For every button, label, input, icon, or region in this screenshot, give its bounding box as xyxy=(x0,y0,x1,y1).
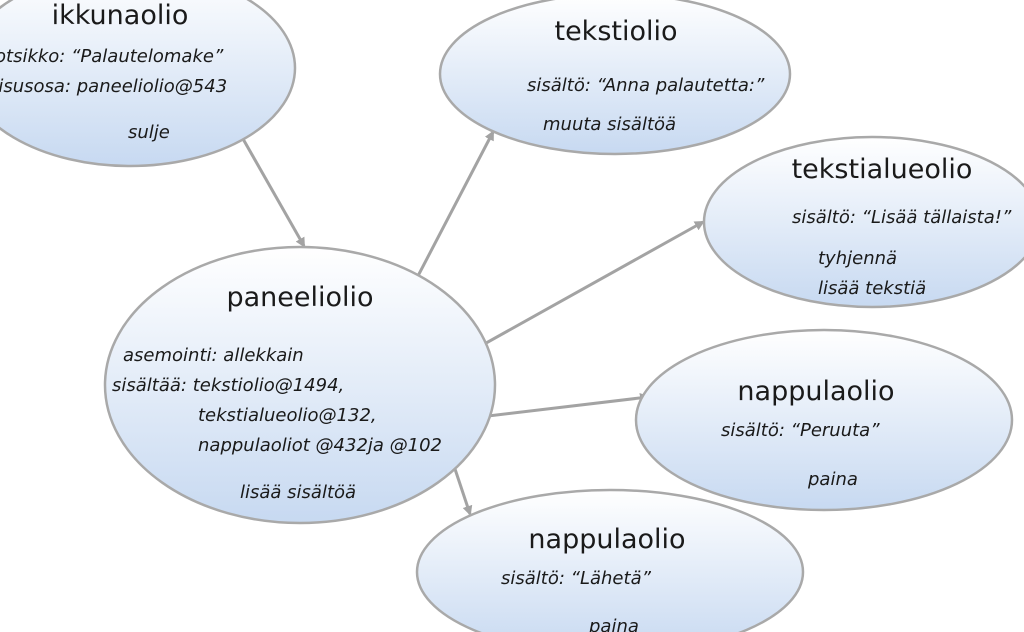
node-tekstiolio-shape xyxy=(438,0,792,156)
node-nappulaolio-laheta-attr-sisalto: sisältö: “Lähetä” xyxy=(501,568,652,589)
node-nappulaolio-peruuta-shape xyxy=(634,328,1014,512)
node-paneeliolio-attr-nappulaoliot: nappulaoliot @432ja @102 xyxy=(198,435,442,456)
node-tekstiolio-attr-sisalto: sisältö: “Anna palautetta:” xyxy=(527,75,765,96)
node-ikkunaolio-title: ikkunaolio xyxy=(52,0,189,31)
node-ikkunaolio-shape xyxy=(0,0,297,168)
node-nappulaolio-laheta-method-paina: paina xyxy=(588,616,639,632)
node-ikkunaolio-attr-otsikko: otsikko: “Palautelomake” xyxy=(0,46,224,67)
node-tekstialueolio-title: tekstialueolio xyxy=(792,154,973,185)
node-nappulaolio-peruuta-attr-sisalto: sisältö: “Peruuta” xyxy=(721,420,880,441)
node-nappulaolio-peruuta-method-paina: paina xyxy=(807,469,858,490)
node-paneeliolio-attr-sisaltaa: sisältää: tekstiolio@1494, xyxy=(112,375,344,396)
node-tekstiolio-method-muuta: muuta sisältöä xyxy=(543,114,676,135)
node-paneeliolio-title: paneeliolio xyxy=(226,282,373,313)
node-nappulaolio-laheta-title: nappulaolio xyxy=(528,524,685,555)
node-tekstialueolio-attr-sisalto: sisältö: “Lisää tällaista!” xyxy=(792,207,1012,228)
node-tekstialueolio-method-lisaa-tekstia: lisää tekstiä xyxy=(818,278,926,299)
node-paneeliolio: paneeliolio asemointi: allekkain sisältä… xyxy=(103,245,497,525)
node-nappulaolio-peruuta: nappulaolio sisältö: “Peruuta” paina xyxy=(634,328,1014,512)
node-tekstiolio-title: tekstiolio xyxy=(554,16,677,47)
node-tekstialueolio: tekstialueolio sisältö: “Lisää tällaista… xyxy=(702,135,1024,309)
node-tekstialueolio-method-tyhjenna: tyhjennä xyxy=(818,248,897,269)
node-ikkunaolio-attr-sisusosa: sisusosa: paneeliolio@543 xyxy=(0,76,227,97)
node-tekstiolio: tekstiolio sisältö: “Anna palautetta:” m… xyxy=(438,0,792,156)
node-ikkunaolio: ikkunaolio otsikko: “Palautelomake” sisu… xyxy=(0,0,297,168)
node-nappulaolio-laheta: nappulaolio sisältö: “Lähetä” paina xyxy=(415,488,805,632)
node-nappulaolio-peruuta-title: nappulaolio xyxy=(737,376,894,407)
node-paneeliolio-attr-asemointi: asemointi: allekkain xyxy=(123,345,304,366)
node-paneeliolio-method-lisaa-sisaltoa: lisää sisältöä xyxy=(240,482,356,503)
node-nappulaolio-laheta-shape xyxy=(415,488,805,632)
node-ikkunaolio-method-sulje: sulje xyxy=(128,122,170,143)
node-tekstialueolio-shape xyxy=(702,135,1024,309)
node-paneeliolio-attr-tekstialueolio: tekstialueolio@132, xyxy=(198,405,377,426)
node-paneeliolio-shape xyxy=(103,245,497,525)
